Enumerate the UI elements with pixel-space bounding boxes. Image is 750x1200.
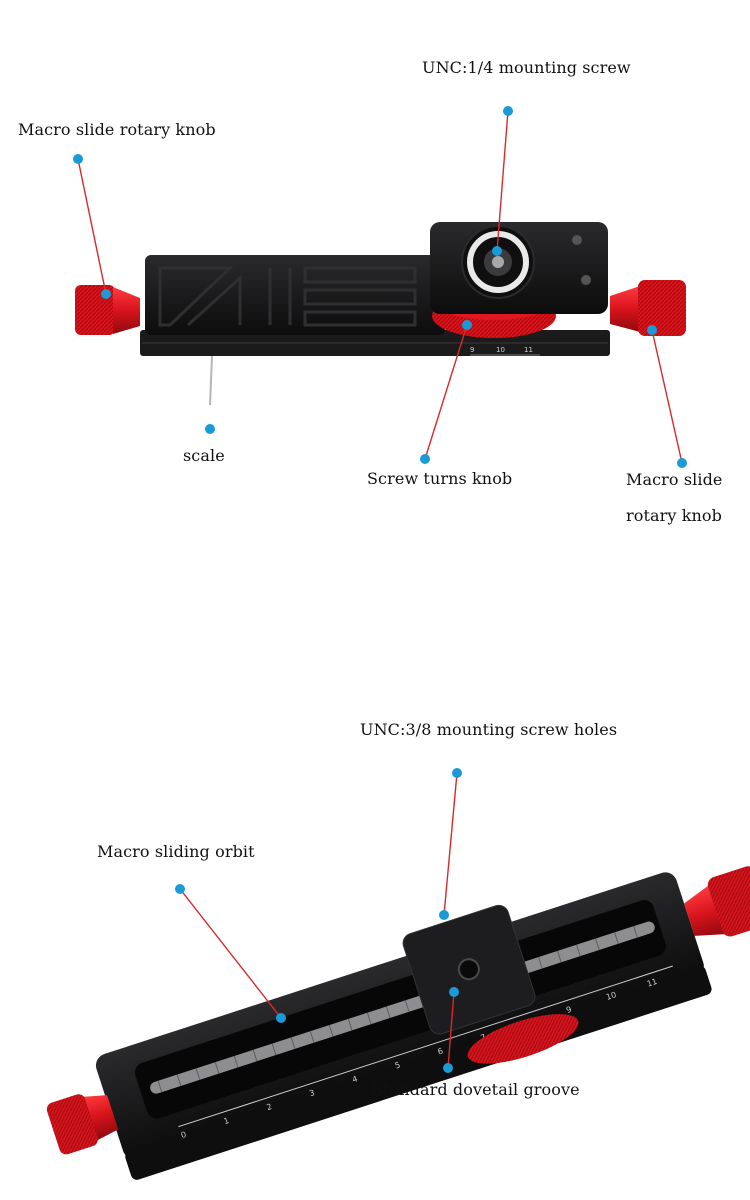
- bottom-threaded-rod: [150, 921, 655, 1094]
- bottom-scale-tick-4: 4: [351, 1074, 359, 1084]
- label-standard-dovetail-groove: Standard dovetail groove: [372, 1080, 580, 1099]
- label-right-knob-line1: Macro slide: [626, 470, 723, 489]
- dot-right-knob: [647, 325, 657, 335]
- dot-screw-holes-end: [439, 910, 449, 920]
- dot-screw-knob-end: [420, 454, 430, 464]
- bottom-scale-tick-0: 0: [180, 1130, 188, 1140]
- label-unc-1-4-mounting-screw: UNC:1/4 mounting screw: [422, 58, 631, 77]
- dot-orbit-end: [276, 1013, 286, 1023]
- top-slide-rail: 9 10 11: [75, 222, 686, 406]
- bottom-scale-tick-6: 6: [437, 1046, 445, 1056]
- top-main-plate: [145, 255, 445, 335]
- bottom-scale-tick-3: 3: [308, 1088, 316, 1098]
- top-scale-tick-9: 9: [470, 346, 474, 354]
- bottom-scale-tick-5: 5: [394, 1060, 402, 1070]
- bottom-scale-tick-10: 10: [605, 990, 617, 1002]
- dot-left-knob: [73, 154, 83, 164]
- bottom-scale-tick-9: 9: [565, 1005, 573, 1015]
- label-left-macro-slide-rotary-knob: Macro slide rotary knob: [18, 120, 216, 139]
- bottom-scale-tick-1: 1: [223, 1116, 231, 1126]
- top-scale: 9 10 11: [470, 346, 540, 356]
- top-scale-tick-11: 11: [524, 346, 533, 354]
- bottom-scale-tick-2: 2: [265, 1102, 273, 1112]
- dot-dovetail: [449, 987, 459, 997]
- bottom-scale-tick-11: 11: [646, 977, 658, 989]
- top-scale-tick-10: 10: [496, 346, 505, 354]
- dot-orbit: [175, 884, 185, 894]
- label-macro-sliding-orbit: Macro sliding orbit: [97, 842, 255, 861]
- dot-right-knob-end: [677, 458, 687, 468]
- dot-mounting-screw: [503, 106, 513, 116]
- bottom-right-rotary-knob: [684, 866, 750, 937]
- bottom-leader-dots: [175, 768, 462, 1073]
- dot-screw-holes: [452, 768, 462, 778]
- top-leader-lines: [77, 110, 683, 464]
- dot-dovetail-end: [443, 1063, 453, 1073]
- bottom-slide-rail: 0 1 2 3 4 5 6 7 8 9 10 11: [46, 866, 750, 1180]
- top-engraving: [158, 266, 417, 327]
- dot-screw-knob: [462, 320, 472, 330]
- label-scale: scale: [183, 446, 225, 465]
- top-scale-tag: [209, 355, 213, 406]
- dot-scale: [205, 424, 215, 434]
- top-leader-dots: [73, 106, 687, 468]
- bottom-leader-lines: [179, 772, 458, 1069]
- top-right-rotary-knob: [610, 280, 686, 336]
- label-right-knob-line2: rotary knob: [626, 506, 722, 525]
- dot-mounting-screw-end: [492, 246, 502, 256]
- top-quarter-inch-screw: [492, 256, 504, 268]
- label-unc-3-8-screw-holes: UNC:3/8 mounting screw holes: [360, 720, 618, 739]
- bottom-left-rotary-knob: [46, 1094, 119, 1155]
- dot-left-knob-end: [101, 289, 111, 299]
- bottom-3-8-screw-hole: [457, 958, 480, 981]
- label-screw-turns-knob: Screw turns knob: [367, 469, 513, 488]
- bottom-screw-knob: [467, 1014, 579, 1064]
